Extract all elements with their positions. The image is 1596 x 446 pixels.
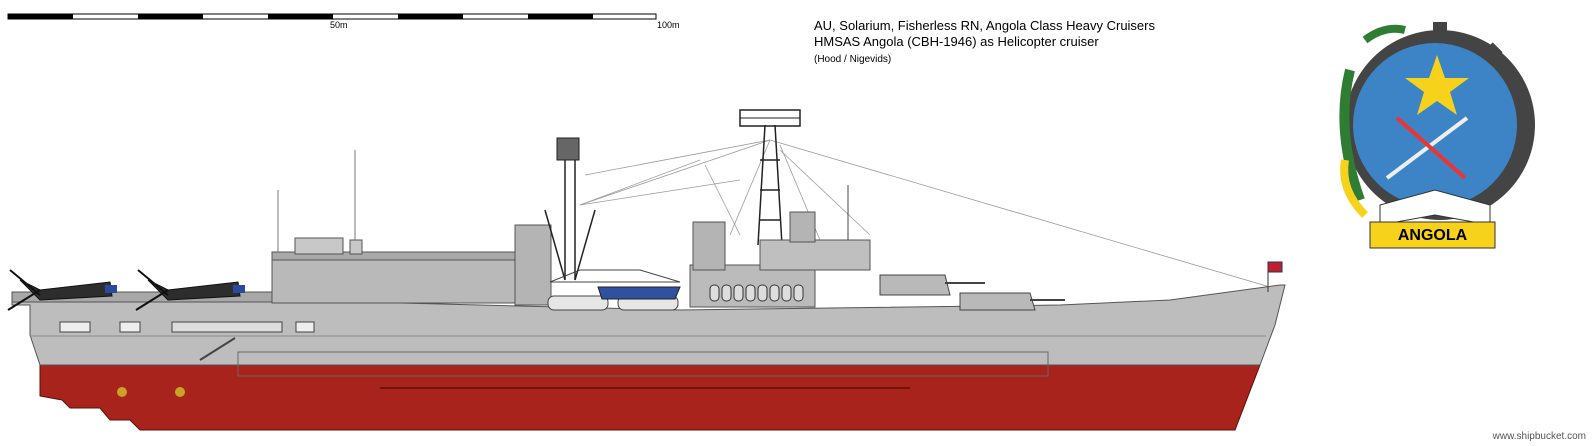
hangar-van	[294, 237, 344, 255]
scale-label-50: 50m	[330, 20, 348, 30]
aft-mast	[544, 150, 596, 281]
turret	[879, 274, 951, 296]
title-line-3: (Hood / Nigevids)	[814, 54, 892, 65]
boom	[199, 337, 236, 361]
emblem-banner-text: ANGOLA	[1397, 227, 1468, 244]
emblem-banner	[1369, 221, 1496, 249]
hoe-icon	[1385, 116, 1469, 180]
crane	[549, 269, 681, 283]
main-hull	[11, 284, 1286, 366]
lower-hull	[39, 364, 1261, 431]
aft-radar	[556, 137, 580, 161]
scale-label-100: 100m	[657, 20, 680, 30]
propeller	[175, 387, 185, 397]
porthole-row	[709, 284, 804, 302]
turret	[959, 292, 1036, 311]
boat	[547, 295, 609, 311]
credit-text: www.shipbucket.com	[1492, 431, 1586, 442]
angola-emblem	[1339, 22, 1535, 249]
propeller	[117, 387, 127, 397]
bow-flag	[1267, 261, 1283, 273]
rigging-lines	[579, 139, 1281, 291]
bridge-top	[789, 211, 816, 243]
machete-icon	[1395, 116, 1467, 180]
title-line-2: HMSAS Angola (CBH-1946) as Helicopter cr…	[814, 34, 1099, 49]
leaf-wreath-icon	[1339, 68, 1365, 202]
title-line-1: AU, Solarium, Fisherless RN, Angola Clas…	[814, 18, 1155, 33]
hull-hatch	[59, 321, 91, 333]
hull-hatch	[171, 321, 283, 333]
hangar-block	[271, 257, 521, 304]
scale-bar	[7, 13, 657, 20]
funnel-aft	[514, 224, 552, 306]
bridge	[759, 239, 871, 271]
helicopter	[7, 269, 117, 311]
star-icon	[1405, 55, 1469, 115]
hull-panel	[237, 351, 1049, 377]
emblem-disc	[1353, 43, 1517, 207]
fore-mast	[757, 124, 783, 246]
funnel-fore	[692, 221, 726, 271]
hull-hatch	[295, 321, 315, 333]
hangar-hut	[349, 239, 363, 255]
blue-boat	[597, 286, 681, 300]
hull-hatch	[119, 321, 141, 333]
helicopter	[135, 269, 245, 311]
